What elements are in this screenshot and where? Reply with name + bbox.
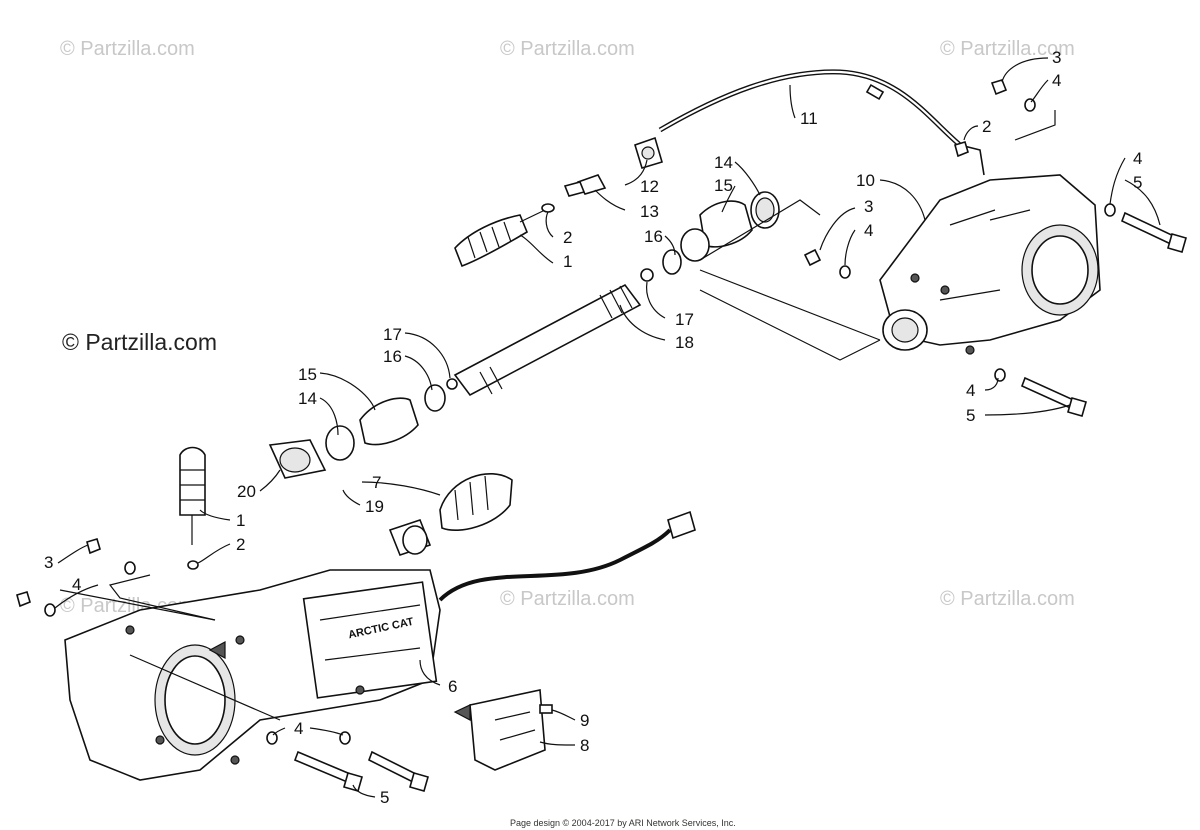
callout-2-left: 2 xyxy=(236,535,245,554)
callout-13: 13 xyxy=(640,202,659,221)
callout-16-upper: 16 xyxy=(644,227,663,246)
callout-4-right: 4 xyxy=(1133,149,1142,168)
callout-4-bottom: 4 xyxy=(294,719,303,738)
watermark-top-left: © Partzilla.com xyxy=(60,38,195,60)
upper-boot-assembly xyxy=(662,191,780,275)
front-gear-case xyxy=(879,174,1101,355)
callout-14-lower: 14 xyxy=(298,389,317,408)
callout-5-right: 5 xyxy=(1133,173,1142,192)
callout-3-top-right: 3 xyxy=(1052,48,1061,67)
shift-cable xyxy=(658,69,985,176)
callout-9: 9 xyxy=(580,711,589,730)
callout-17-lower: 17 xyxy=(383,325,402,344)
assembly-lines xyxy=(59,110,1056,721)
callout-19: 19 xyxy=(365,497,384,516)
footer-copyright: Page design © 2004-2017 by ARI Network S… xyxy=(510,818,736,828)
left-boot xyxy=(179,446,206,570)
wire-harness xyxy=(438,510,696,602)
callout-6: 6 xyxy=(448,677,457,696)
callout-16-lower: 16 xyxy=(383,347,402,366)
callout-4-top-right: 4 xyxy=(1052,71,1061,90)
callout-15-lower: 15 xyxy=(298,365,317,384)
callout-5-bottom: 5 xyxy=(380,788,389,807)
bracket xyxy=(469,689,553,771)
watermark-top-right: © Partzilla.com xyxy=(940,38,1075,60)
callouts: 1 2 3 4 2 11 12 13 14 15 16 10 3 4 4 5 1… xyxy=(44,48,1142,807)
front-hardware xyxy=(803,79,1187,417)
callout-15-upper: 15 xyxy=(714,176,733,195)
callout-7: 7 xyxy=(372,473,381,492)
watermark-bottom-center: © Partzilla.com xyxy=(500,588,635,610)
callout-5-front-lower: 5 xyxy=(966,406,975,425)
drive-shaft xyxy=(446,268,654,397)
callout-18: 18 xyxy=(675,333,694,352)
watermark-top-center: © Partzilla.com xyxy=(500,38,635,60)
callout-3-left: 3 xyxy=(44,553,53,572)
upper-boot xyxy=(454,203,555,268)
callout-3-front: 3 xyxy=(864,197,873,216)
rear-boot-assembly xyxy=(268,384,446,479)
rear-hardware xyxy=(16,538,471,792)
callout-20: 20 xyxy=(237,482,256,501)
callout-1-left: 1 xyxy=(236,511,245,530)
callout-4-left: 4 xyxy=(72,575,81,594)
callout-8: 8 xyxy=(580,736,589,755)
rear-boot-7 xyxy=(439,472,513,532)
callout-10: 10 xyxy=(856,171,875,190)
callout-2-cable-end: 2 xyxy=(982,117,991,136)
rear-gear-case: ARCTIC CAT xyxy=(64,519,441,781)
cable-end-fitting xyxy=(563,136,663,197)
callout-2-upper: 2 xyxy=(563,228,572,247)
watermark-left: © Partzilla.com xyxy=(62,329,217,355)
callout-4-front-lower: 4 xyxy=(966,381,975,400)
callout-4-front: 4 xyxy=(864,221,873,240)
watermark-bottom-right: © Partzilla.com xyxy=(940,588,1075,610)
callout-17-upper: 17 xyxy=(675,310,694,329)
callout-1-upper: 1 xyxy=(563,252,572,271)
leader-lines xyxy=(54,57,1161,798)
callout-12: 12 xyxy=(640,177,659,196)
callout-14-upper: 14 xyxy=(714,153,733,172)
callout-11: 11 xyxy=(800,109,818,128)
